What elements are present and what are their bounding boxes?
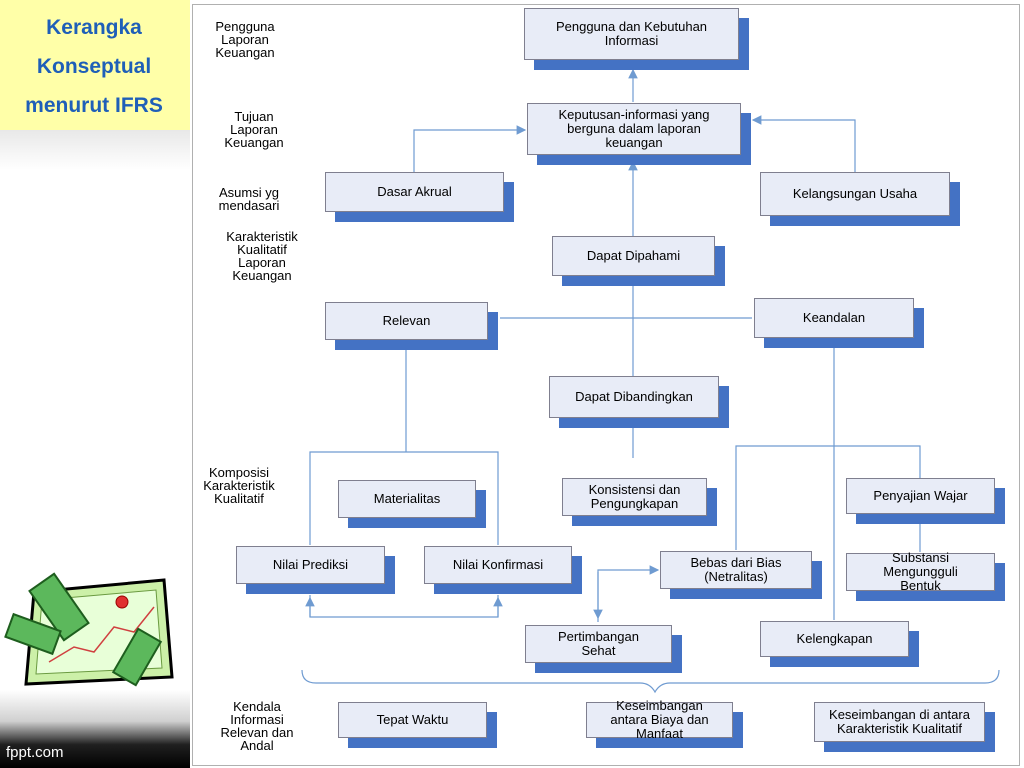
box-tepat-waktu: Tepat Waktu xyxy=(338,702,487,738)
sidebar-gradient xyxy=(0,130,190,170)
box-substansi: Substansi Mengungguli Bentuk xyxy=(846,551,995,593)
box-dapat-dipahami: Dapat Dipahami xyxy=(552,236,715,276)
box-nilai-konfirmasi: Nilai Konfirmasi xyxy=(424,546,572,584)
row-label-kendala: Kendala Informasi Relevan dan Andal xyxy=(220,699,294,753)
row-label-asumsi: Asumsi yg mendasari xyxy=(218,185,280,213)
slide-title: Kerangka Konseptual menurut IFRS xyxy=(25,16,163,117)
box-relevan: Relevan xyxy=(325,302,488,340)
row-label-tujuan: Tujuan Laporan Keuangan xyxy=(224,109,284,150)
footer-brand: fppt.com xyxy=(6,744,64,761)
box-nilai-prediksi: Nilai Prediksi xyxy=(236,546,385,584)
box-kelangsungan-usaha: Kelangsungan Usaha xyxy=(760,172,950,216)
box-kelengkapan: Kelengkapan xyxy=(760,621,909,657)
row-label-pengguna: Pengguna Laporan Keuangan xyxy=(215,19,275,60)
box-bebas-bias: Bebas dari Bias (Netralitas) xyxy=(660,551,812,589)
box-keseimbangan-karakteristik: Keseimbangan di antara Karakteristik Kua… xyxy=(814,702,985,742)
box-konsistensi: Konsistensi dan Pengungkapan xyxy=(562,478,707,516)
footer-bar xyxy=(0,690,190,768)
box-dapat-dibandingkan: Dapat Dibandingkan xyxy=(549,376,719,418)
sidebar: Kerangka Konseptual menurut IFRS fppt.co… xyxy=(0,0,190,768)
box-pertimbangan-sehat: Pertimbangan Sehat xyxy=(525,625,672,663)
box-dasar-akrual: Dasar Akrual xyxy=(325,172,504,212)
title-panel: Kerangka Konseptual menurut IFRS xyxy=(0,0,190,132)
money-chart-clipart-icon xyxy=(4,572,174,687)
row-label-karakteristik: Karakteristik Kualitatif Laporan Keuanga… xyxy=(226,229,298,283)
box-keandalan: Keandalan xyxy=(754,298,914,338)
box-penyajian-wajar: Penyajian Wajar xyxy=(846,478,995,514)
box-keputusan: Keputusan-informasi yang berguna dalam l… xyxy=(527,103,741,155)
box-pengguna-kebutuhan: Pengguna dan Kebutuhan Informasi xyxy=(524,8,739,60)
box-materialitas: Materialitas xyxy=(338,480,476,518)
box-keseimbangan-biaya: Keseimbangan antara Biaya dan Manfaat xyxy=(586,699,733,741)
row-label-komposisi: Komposisi Karakteristik Kualitatif xyxy=(203,465,275,506)
